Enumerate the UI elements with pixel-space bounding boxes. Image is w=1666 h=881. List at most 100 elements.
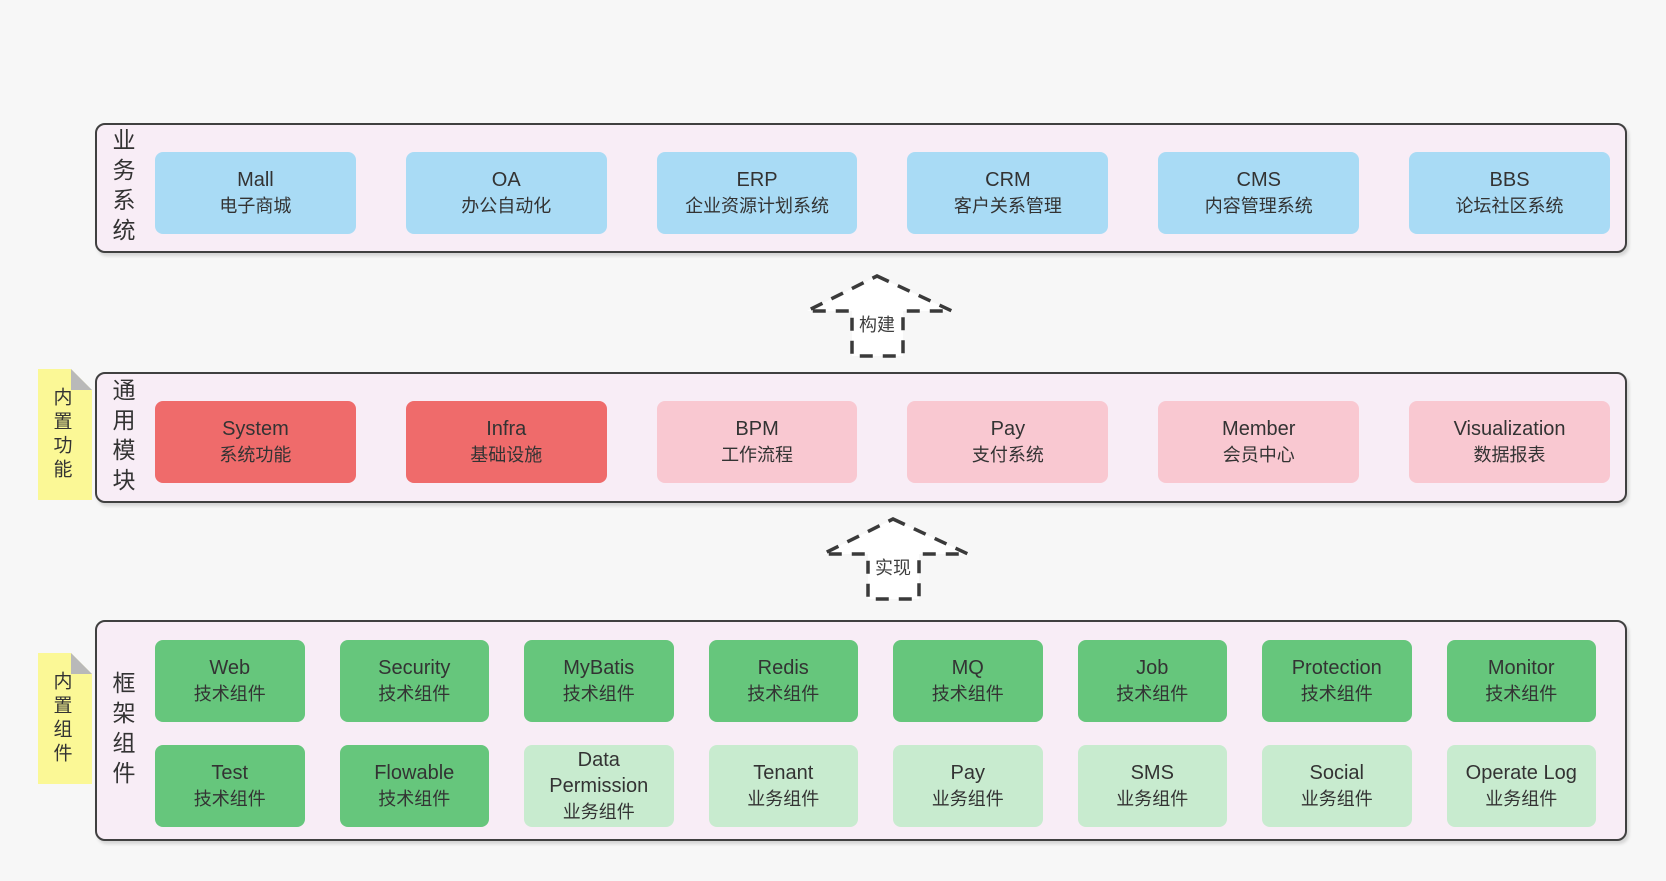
box-title: Flowable (374, 762, 455, 784)
box-subtitle: 数据报表 (1473, 445, 1546, 465)
box-crm: CRM 客户关系管理 (907, 152, 1109, 234)
arrow-label: 实现 (875, 558, 911, 578)
box-grid: Mall 电子商城 OA 办公自动化 ERP 企业资源计划系统 CRM 客户关系管理 CMS 内容… (97, 125, 1625, 251)
box-sms: SMS 业务组件 (1077, 745, 1227, 827)
box-member: Member 会员中心 (1158, 401, 1360, 483)
box-pay: Pay 业务组件 (893, 745, 1043, 827)
up-arrow-icon (822, 517, 969, 601)
box-flowable: Flowable 技术组件 (339, 745, 489, 827)
box-web: Web 技术组件 (155, 640, 305, 722)
box-title: BBS (1489, 169, 1530, 191)
box-title: Pay (950, 762, 985, 784)
box-mybatis: MyBatis 技术组件 (524, 640, 674, 722)
box-subtitle: 内容管理系统 (1204, 196, 1313, 216)
box-social: Social 业务组件 (1262, 745, 1412, 827)
arrow-build: 构建 (806, 274, 953, 358)
box-job: Job 技术组件 (1077, 640, 1227, 722)
box-bbs: BBS 论坛社区系统 (1409, 152, 1610, 234)
box-title: Monitor (1487, 657, 1555, 679)
box-subtitle: 业务组件 (1485, 789, 1558, 809)
box-erp: ERP 企业资源计划系统 (656, 152, 858, 234)
box-title: Infra (486, 418, 527, 440)
box-subtitle: 会员中心 (1222, 445, 1295, 465)
box-title: Operate Log (1465, 762, 1577, 784)
box-title: Data Permission (549, 749, 649, 797)
box-subtitle: 基础设施 (470, 445, 543, 465)
box-subtitle: 办公自动化 (461, 196, 552, 216)
box-title: System (222, 418, 289, 440)
box-title: Web (209, 657, 251, 679)
box-mq: MQ 技术组件 (893, 640, 1043, 722)
box-row: Mall 电子商城 OA 办公自动化 ERP 企业资源计划系统 CRM 客户关系管理 CMS 内容… (155, 152, 1610, 234)
box-title: Pay (990, 418, 1026, 440)
box-title: ERP (736, 169, 778, 191)
box-subtitle: 企业资源计划系统 (685, 196, 830, 216)
box-subtitle: 技术组件 (193, 684, 266, 704)
box-oa: OA 办公自动化 (405, 152, 607, 234)
note-label: 内置功能 (50, 386, 72, 483)
box-subtitle: 业务组件 (931, 789, 1004, 809)
box-subtitle: 业务组件 (747, 789, 820, 809)
box-title: Social (1309, 762, 1364, 784)
box-title: CRM (985, 169, 1031, 191)
layer-label: 业务系统 (109, 128, 135, 248)
box-title: SMS (1130, 762, 1174, 784)
box-subtitle: 客户关系管理 (953, 196, 1062, 216)
box-title: CMS (1236, 169, 1281, 191)
layer-business-systems: 业务系统 Mall 电子商城 OA 办公自动化 ERP 企业资源计划系统 CRM 客户关系管理… (95, 123, 1627, 253)
box-title: OA (491, 169, 521, 191)
box-title: Job (1136, 657, 1169, 679)
box-title: MQ (951, 657, 984, 679)
box-subtitle: 论坛社区系统 (1455, 196, 1564, 216)
box-visualization: Visualization 数据报表 (1409, 401, 1610, 483)
box-system: System 系统功能 (155, 401, 356, 483)
box-data-permission: Data Permission 业务组件 (524, 745, 674, 827)
arrow-implement: 实现 (822, 517, 969, 601)
box-title: Member (1222, 418, 1296, 440)
box-subtitle: 技术组件 (1116, 684, 1189, 704)
box-subtitle: 工作流程 (721, 445, 794, 465)
box-subtitle: 业务组件 (1300, 789, 1373, 809)
box-title: Redis (757, 657, 809, 679)
layer-label: 通用模块 (109, 377, 135, 498)
box-subtitle: 业务组件 (1116, 789, 1189, 809)
box-subtitle: 技术组件 (562, 684, 635, 704)
box-cms: CMS 内容管理系统 (1158, 152, 1360, 234)
box-subtitle: 技术组件 (378, 789, 451, 809)
box-title: Protection (1291, 657, 1382, 679)
box-operate-log: Operate Log 业务组件 (1446, 745, 1596, 827)
box-subtitle: 电子商城 (219, 196, 292, 216)
box-protection: Protection 技术组件 (1262, 640, 1412, 722)
box-title: MyBatis (563, 657, 635, 679)
box-title: Security (378, 657, 451, 679)
box-subtitle: 系统功能 (219, 445, 292, 465)
note-label: 内置组件 (50, 670, 72, 767)
box-subtitle: 技术组件 (1485, 684, 1558, 704)
box-title: Mall (237, 169, 274, 191)
box-tenant: Tenant 业务组件 (708, 745, 858, 827)
layer-label: 框架组件 (109, 670, 135, 791)
layer-framework-components: 框架组件 Web 技术组件 Security 技术组件 MyBatis 技术组件 Redis… (95, 620, 1627, 841)
sticky-note-builtin-features: 内置功能 (38, 369, 92, 500)
box-subtitle: 技术组件 (193, 789, 266, 809)
box-mall: Mall 电子商城 (155, 152, 356, 234)
box-title: Tenant (753, 762, 814, 784)
box-subtitle: 技术组件 (1300, 684, 1373, 704)
box-subtitle: 技术组件 (378, 684, 451, 704)
box-subtitle: 技术组件 (747, 684, 820, 704)
up-arrow-icon (806, 274, 953, 358)
box-title: Visualization (1453, 418, 1566, 440)
box-monitor: Monitor 技术组件 (1446, 640, 1596, 722)
sticky-note-builtin-components: 内置组件 (38, 653, 92, 784)
box-subtitle: 技术组件 (931, 684, 1004, 704)
box-security: Security 技术组件 (339, 640, 489, 722)
box-subtitle: 业务组件 (562, 802, 635, 822)
